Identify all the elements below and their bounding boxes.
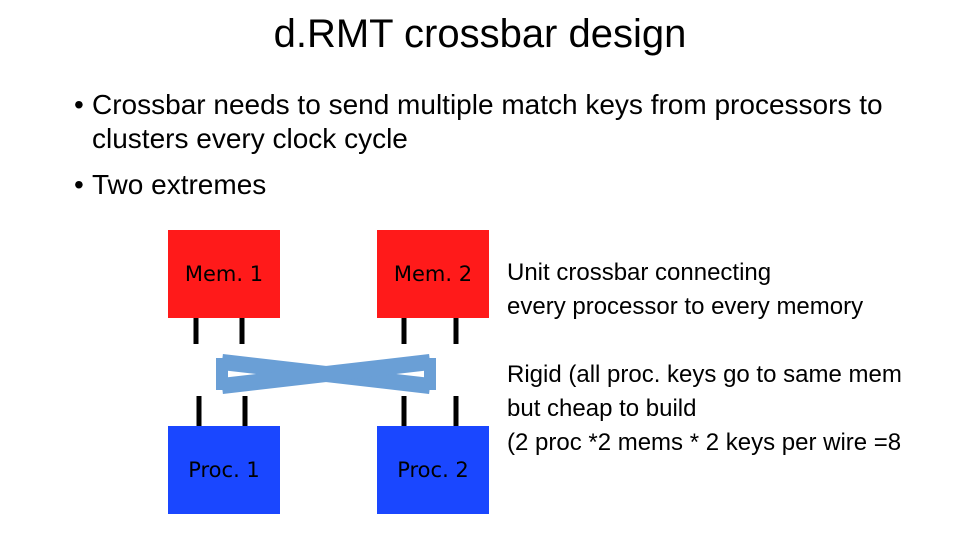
memory-label-2: Mem. 2: [393, 262, 473, 286]
processor-label-1: Proc. 1: [188, 458, 260, 482]
bullet-crossbar: Crossbar needs to send multiple match ke…: [74, 88, 934, 156]
slide-title: d.RMT crossbar design: [273, 12, 687, 56]
processor-label-2: Proc. 2: [397, 458, 469, 482]
unit-crossbar-note: Unit crossbar connecting every processor…: [507, 256, 863, 324]
unit-note-line-2: every processor to every memory: [507, 293, 864, 320]
rigid-note-line-3: (2 proc *2 mems * 2 keys per wire =8: [507, 429, 902, 456]
processor-box-1: Proc. 1: [168, 426, 280, 514]
crossbar-shape: [216, 354, 436, 394]
rigid-note-line-2: but cheap to build: [507, 395, 697, 422]
processor-box-2: Proc. 2: [377, 426, 489, 514]
rigid-crossbar-note: Rigid (all proc. keys go to same mem but…: [507, 358, 902, 460]
bullet-two-extremes: Two extremes: [74, 168, 934, 202]
memory-box-1: Mem. 1: [168, 230, 280, 318]
memory-box-2: Mem. 2: [377, 230, 489, 318]
unit-note-line-1: Unit crossbar connecting: [507, 259, 772, 286]
rigid-note-line-1: Rigid (all proc. keys go to same mem: [507, 361, 902, 388]
memory-label-1: Mem. 1: [184, 262, 264, 286]
bullet-list: Crossbar needs to send multiple match ke…: [74, 88, 934, 214]
